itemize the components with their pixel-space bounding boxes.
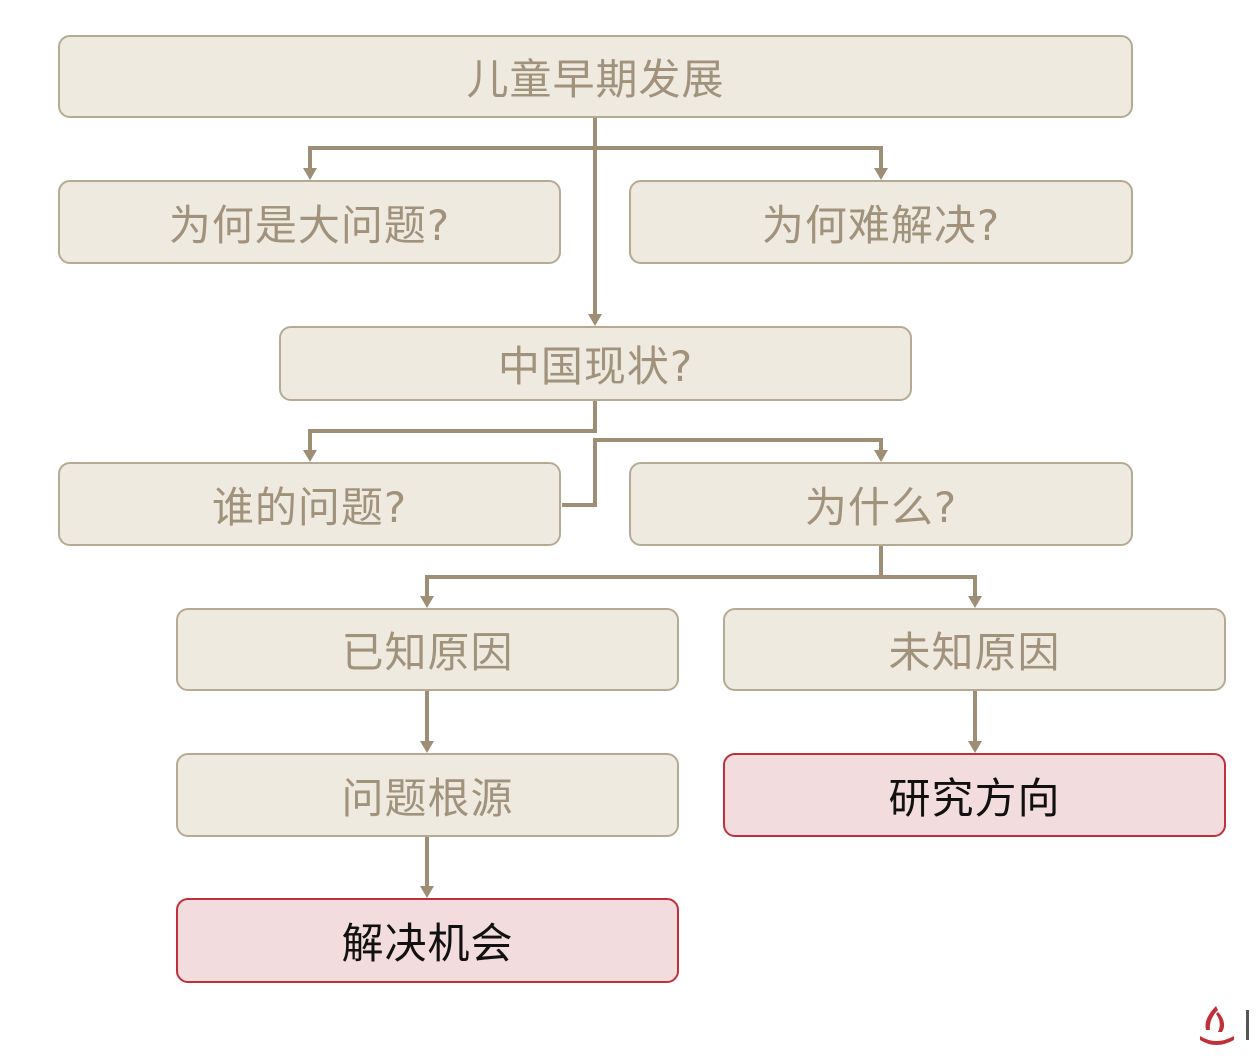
arrowhead: [420, 886, 434, 898]
node-research-direction: 研究方向: [723, 753, 1226, 837]
connector-why-right: [881, 575, 977, 600]
node-root-causes: 问题根源: [176, 753, 679, 837]
arrowhead: [968, 741, 982, 753]
node-whose-problem: 谁的问题?: [58, 462, 561, 546]
connector-root-right: [595, 146, 883, 172]
arrowhead: [420, 741, 434, 753]
arrowhead: [874, 168, 888, 180]
node-unknown-causes: 未知原因: [723, 608, 1226, 691]
connector-why-split: [425, 546, 883, 600]
node-known-causes: 已知原因: [176, 608, 679, 691]
connector-status-right: [562, 438, 883, 507]
arrowhead: [303, 168, 317, 180]
arrowhead: [588, 314, 602, 326]
arrowhead: [874, 450, 888, 462]
arrowhead: [303, 450, 317, 462]
node-solution-opportunity: 解决机会: [176, 898, 679, 983]
brand-logo-icon: [1200, 1006, 1249, 1045]
node-why-hard: 为何难解决?: [629, 180, 1133, 264]
connector-root-left: [308, 146, 595, 172]
node-china-status: 中国现状?: [279, 326, 912, 401]
node-why-big: 为何是大问题?: [58, 180, 561, 264]
node-why: 为什么?: [629, 462, 1133, 546]
arrowhead: [420, 596, 434, 608]
connector-status-left: [308, 401, 597, 454]
node-root: 儿童早期发展: [58, 35, 1133, 118]
arrowhead: [968, 596, 982, 608]
